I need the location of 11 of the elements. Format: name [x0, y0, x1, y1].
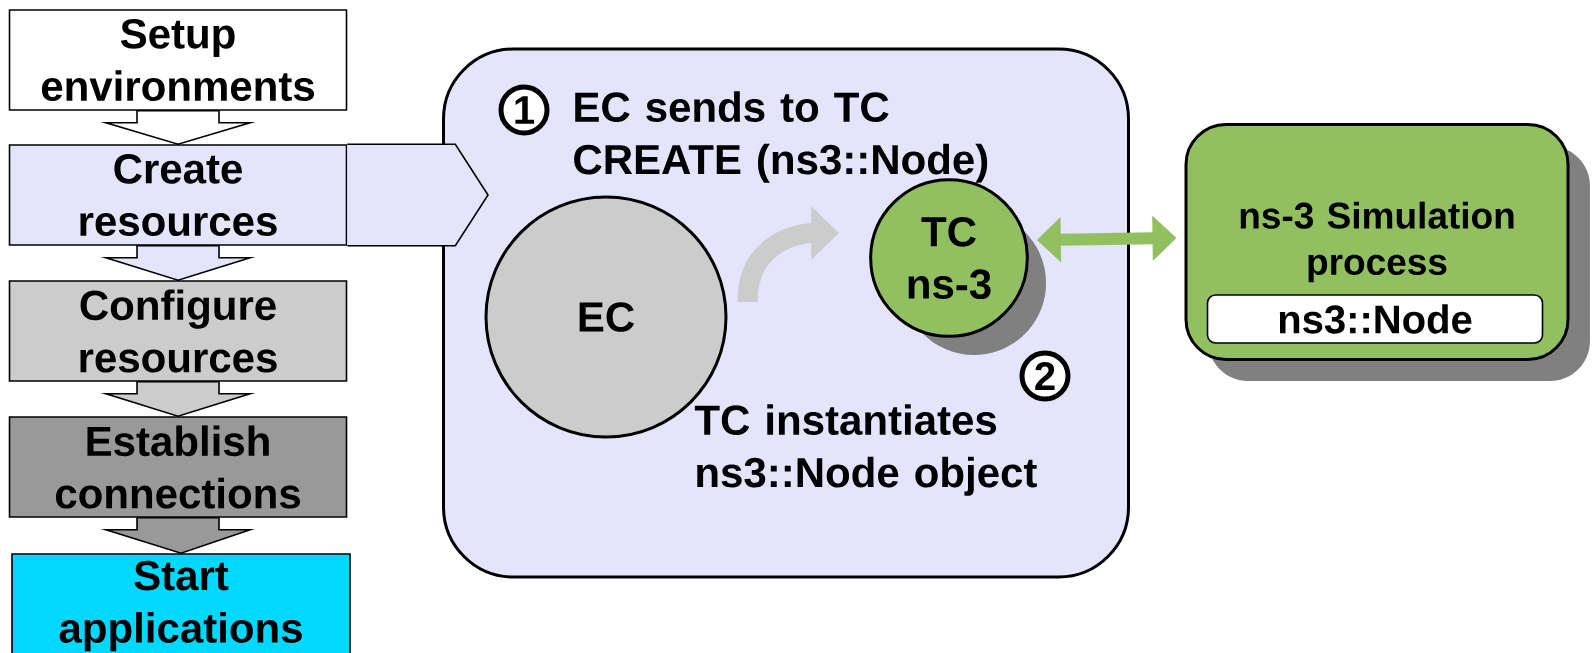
step-box: Start applications: [11, 553, 351, 653]
step-number: 2: [1019, 350, 1071, 402]
step-box: Setup environments: [8, 9, 348, 111]
inner-box: ns3::Node: [1206, 294, 1544, 344]
block-arrow: [100, 381, 256, 418]
block-arrow: [100, 110, 256, 146]
step-box: Configure resources: [8, 280, 348, 382]
block-arrow: [100, 517, 255, 555]
step-number: 1: [498, 84, 550, 136]
block-arrow: [100, 245, 256, 282]
step-box: Establish connections: [8, 416, 348, 518]
